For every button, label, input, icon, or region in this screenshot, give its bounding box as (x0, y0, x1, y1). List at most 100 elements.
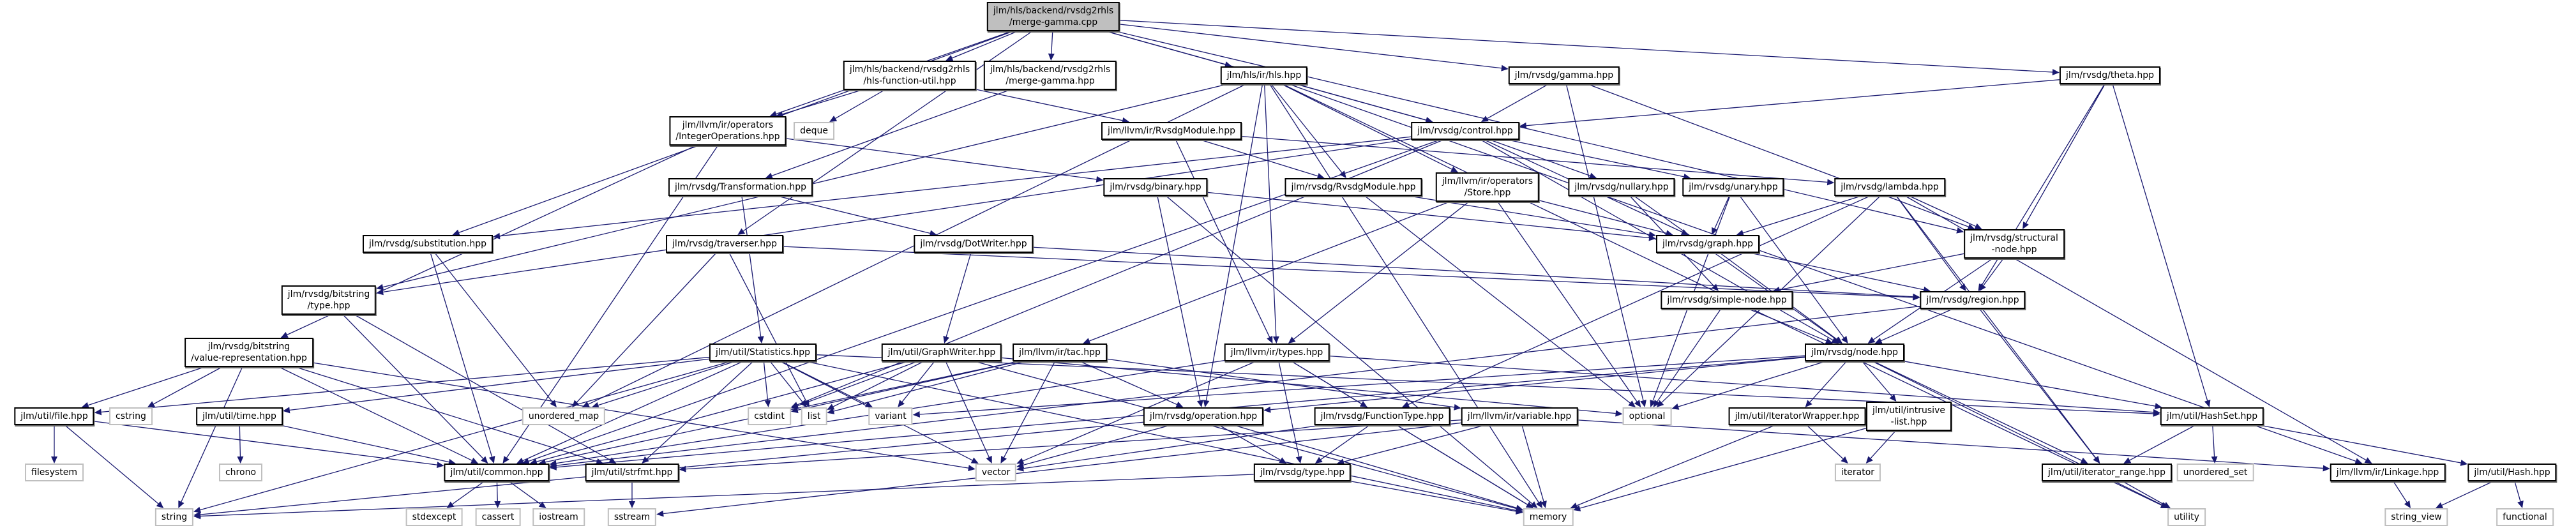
arrowhead-icon (2153, 409, 2160, 416)
arrowhead-icon (488, 456, 495, 464)
graph-node-types[interactable]: jlm/llvm/ir/types.hpp (1224, 343, 1330, 361)
edge-time-to-chrono (239, 425, 241, 457)
arrowhead-icon (522, 458, 530, 465)
graph-node-unary[interactable]: jlm/rvsdg/unary.hpp (1682, 178, 1784, 196)
edge-stats-to-strfmt (646, 361, 754, 460)
graph-node-rtype[interactable]: jlm/rvsdg/type.hpp (1253, 464, 1352, 481)
graph-node-root[interactable]: jlm/hls/backend/rvsdg2rhls /merge-gamma.… (986, 2, 1120, 31)
graph-node-hashset[interactable]: jlm/util/HashSet.hpp (2160, 407, 2264, 425)
edge-node-to-utility (1872, 361, 2163, 506)
graph-node-gamma[interactable]: jlm/rvsdg/gamma.hpp (1508, 66, 1620, 84)
arrowhead-icon (1653, 400, 1660, 407)
graph-node-structn[interactable]: jlm/rvsdg/structural -node.hpp (1964, 229, 2065, 259)
graph-node-lambda[interactable]: jlm/rvsdg/lambda.hpp (1834, 178, 1945, 196)
graph-node-linkage[interactable]: jlm/llvm/ir/Linkage.hpp (2330, 464, 2446, 481)
edge-variable-to-memory (1521, 425, 1544, 502)
graph-node-transf[interactable]: jlm/rvsdg/Transformation.hpp (668, 178, 813, 196)
edge-linkage-to-string_view (2393, 481, 2407, 503)
graph-node-variable[interactable]: jlm/llvm/ir/variable.hpp (1461, 407, 1578, 425)
graph-node-dotw[interactable]: jlm/rvsdg/DotWriter.hpp (914, 235, 1034, 253)
graph-node-itw[interactable]: jlm/util/IteratorWrapper.hpp (1728, 407, 1866, 425)
arrowhead-icon (2436, 502, 2444, 508)
edge-control-to-nullary (1489, 139, 1590, 176)
graph-node-itrange[interactable]: jlm/util/iterator_range.hpp (2042, 464, 2172, 481)
graph-node-mgh[interactable]: jlm/hls/backend/rvsdg2rhls /merge-gamma.… (983, 61, 1117, 90)
graph-node-graph[interactable]: jlm/rvsdg/graph.hpp (1655, 235, 1760, 253)
edge-rtype-to-string (200, 474, 1254, 517)
edge-trav-to-region (783, 246, 1913, 298)
arrowhead-icon (1288, 336, 1296, 343)
arrowhead-icon (1634, 400, 1641, 407)
graph-node-variant: variant (868, 407, 913, 425)
graph-node-intrusive[interactable]: jlm/util/intrusive -list.hpp (1866, 402, 1952, 431)
graph-node-intops[interactable]: jlm/llvm/ir/operators /IntegerOperations… (669, 116, 787, 146)
graph-node-control[interactable]: jlm/rvsdg/control.hpp (1411, 122, 1519, 140)
arrowhead-icon (1648, 231, 1656, 238)
edge-store-to-types (1293, 201, 1470, 340)
graph-node-region[interactable]: jlm/rvsdg/region.hpp (1920, 291, 2026, 309)
arrowhead-icon (2123, 457, 2132, 464)
graph-node-nullary[interactable]: jlm/rvsdg/nullary.hpp (1568, 178, 1675, 196)
edge-theta-to-hashset (2112, 84, 2208, 401)
edge-gw-to-memory (974, 361, 1517, 509)
edge-rtype-to-memory (1351, 481, 1517, 512)
graph-node-subst[interactable]: jlm/rvsdg/substitution.hpp (363, 235, 493, 253)
graph-node-operation[interactable]: jlm/rvsdg/operation.hpp (1143, 407, 1264, 425)
arrowhead-icon (282, 407, 290, 414)
arrowhead-icon (2154, 403, 2162, 409)
edge-hls-to-store (1281, 84, 1452, 170)
edge-root-to-mgh (1051, 31, 1053, 54)
edge-tac-to-list (833, 361, 1026, 412)
graph-node-file[interactable]: jlm/util/file.hpp (14, 407, 94, 425)
arrowhead-icon (642, 456, 649, 464)
arrowhead-icon (1835, 336, 1843, 343)
edge-binary-to-graph (1207, 192, 1650, 239)
graph-node-theta[interactable]: jlm/rvsdg/theta.hpp (2059, 66, 2161, 84)
graph-node-stats[interactable]: jlm/util/Statistics.hpp (709, 343, 817, 361)
edge-lambda-to-region (1895, 195, 1962, 286)
graph-node-rrm[interactable]: jlm/rvsdg/RvsdgModule.hpp (1284, 178, 1422, 196)
arrowhead-icon (929, 230, 937, 237)
edge-common-to-iostream (509, 481, 541, 505)
edge-hfu-to-intops (782, 89, 862, 115)
edge-hfu-to-deque (835, 89, 885, 119)
graph-node-tac[interactable]: jlm/llvm/ir/tac.hpp (1013, 343, 1107, 361)
graph-node-bsvr[interactable]: jlm/rvsdg/bitstring /value-representatio… (185, 338, 313, 367)
arrowhead-icon (629, 501, 635, 508)
graph-node-umap: unordered_map (522, 407, 606, 425)
edge-transf-to-dotw (777, 195, 931, 234)
edge-ftype-to-rtype (1320, 425, 1370, 460)
edge-node-to-optional (1678, 361, 1826, 407)
edge-tac-to-vector (1004, 361, 1056, 458)
graph-node-node[interactable]: jlm/rvsdg/node.hpp (1805, 343, 1904, 361)
edge-itrange-to-utility (2122, 481, 2165, 506)
edge-bstype-to-common (342, 314, 484, 459)
arrowhead-icon (193, 506, 202, 513)
arrowhead-icon (481, 456, 488, 464)
edge-itw-to-iterator (1806, 425, 1844, 460)
graph-node-sstream: sstream (607, 508, 657, 526)
edge-hash-to-string_view (2441, 481, 2494, 506)
graph-node-time[interactable]: jlm/util/time.hpp (196, 407, 283, 425)
arrowhead-icon (1279, 457, 1287, 464)
graph-node-simplen[interactable]: jlm/rvsdg/simple-node.hpp (1661, 291, 1793, 309)
graph-node-bstype[interactable]: jlm/rvsdg/bitstring /type.hpp (281, 285, 377, 315)
graph-node-trav[interactable]: jlm/rvsdg/traverser.hpp (666, 235, 783, 253)
edge-hls-to-linkage (1289, 84, 2356, 462)
graph-node-vector: vector (975, 464, 1017, 481)
graph-node-hfu[interactable]: jlm/hls/backend/rvsdg2rhls /hls-function… (843, 61, 977, 90)
graph-node-strfmt[interactable]: jlm/util/strfmt.hpp (585, 464, 679, 481)
graph-node-store[interactable]: jlm/llvm/ir/operators /Store.hpp (1435, 172, 1540, 202)
graph-node-hash[interactable]: jlm/util/Hash.hpp (2467, 464, 2557, 481)
edge-subst-to-common (430, 252, 493, 457)
graph-node-llrm[interactable]: jlm/llvm/ir/RvsdgModule.hpp (1101, 122, 1242, 140)
graph-node-filesystem: filesystem (25, 464, 84, 481)
graph-node-binary[interactable]: jlm/rvsdg/binary.hpp (1103, 178, 1208, 196)
graph-node-hls[interactable]: jlm/hls/ir/hls.hpp (1220, 66, 1308, 84)
graph-node-gw[interactable]: jlm/util/GraphWriter.hpp (881, 343, 1002, 361)
graph-node-ftype[interactable]: jlm/rvsdg/FunctionType.hpp (1314, 407, 1450, 425)
edge-operation-to-memory (1233, 425, 1517, 509)
graph-node-string_view: string_view (2384, 508, 2448, 526)
arrowhead-icon (436, 462, 444, 469)
graph-node-common[interactable]: jlm/util/common.hpp (444, 464, 550, 481)
